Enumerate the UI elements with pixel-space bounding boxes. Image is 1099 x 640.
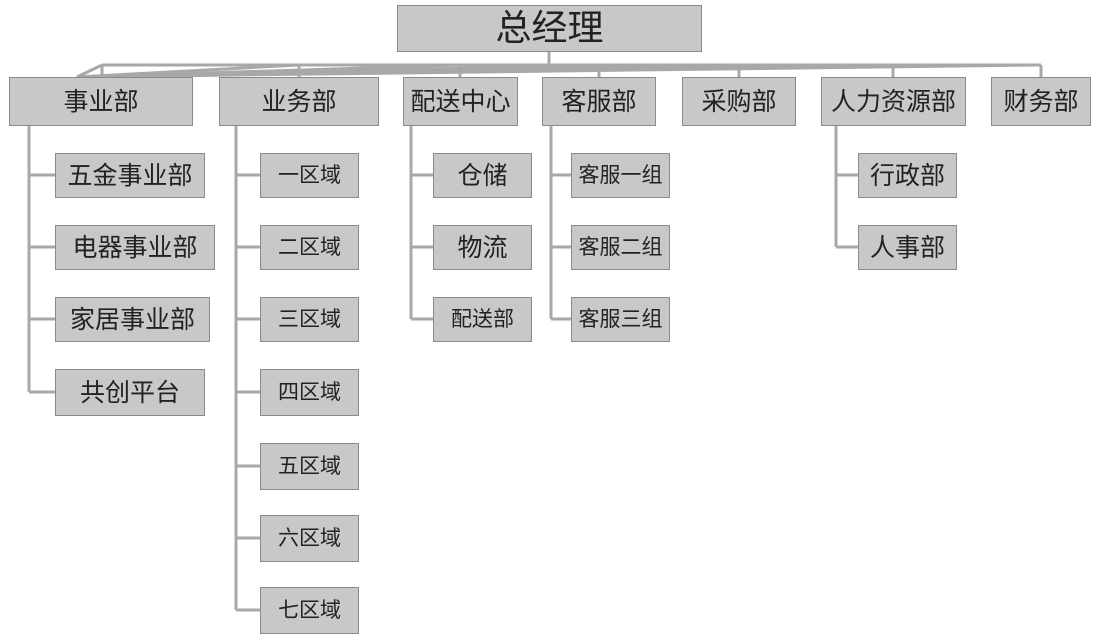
sub-node: 配送部 xyxy=(433,297,532,342)
sub-label: 客服一组 xyxy=(578,163,663,187)
dept-node: 事业部 xyxy=(9,77,193,126)
dept-label: 配送中心 xyxy=(410,87,511,116)
connector-line xyxy=(76,63,300,79)
connector-line xyxy=(76,63,1042,79)
sub-node: 五金事业部 xyxy=(55,153,205,198)
sub-node: 七区域 xyxy=(260,587,359,634)
sub-node: 四区域 xyxy=(260,369,359,416)
sub-node: 仓储 xyxy=(433,153,532,198)
sub-label: 五金事业部 xyxy=(67,161,193,190)
connector-line xyxy=(76,63,740,79)
sub-node: 客服一组 xyxy=(571,153,670,198)
sub-label: 五区域 xyxy=(278,454,341,478)
root-node: 总经理 xyxy=(397,5,702,52)
connector-line xyxy=(76,63,600,79)
dept-label: 人力资源部 xyxy=(830,87,956,116)
sub-label: 六区域 xyxy=(278,526,341,550)
dept-node: 财务部 xyxy=(991,77,1091,126)
dept-label: 采购部 xyxy=(701,87,777,116)
dept-node: 配送中心 xyxy=(403,77,518,126)
sub-label: 共创平台 xyxy=(79,378,180,407)
dept-node: 人力资源部 xyxy=(821,77,966,126)
sub-node: 行政部 xyxy=(858,153,957,198)
sub-label: 物流 xyxy=(457,233,508,262)
sub-label: 电器事业部 xyxy=(72,233,198,262)
sub-label: 七区域 xyxy=(278,598,341,622)
sub-node: 家居事业部 xyxy=(55,297,210,342)
connector-line xyxy=(76,63,461,79)
sub-label: 人事部 xyxy=(869,233,945,262)
sub-label: 家居事业部 xyxy=(69,305,195,334)
sub-label: 一区域 xyxy=(278,163,341,187)
sub-label: 二区域 xyxy=(278,235,341,259)
sub-node: 共创平台 xyxy=(55,369,205,416)
sub-node: 六区域 xyxy=(260,515,359,562)
dept-node: 客服部 xyxy=(542,77,656,126)
sub-node: 人事部 xyxy=(858,225,957,270)
dept-node: 采购部 xyxy=(682,77,796,126)
sub-label: 客服三组 xyxy=(578,307,663,331)
root-label: 总经理 xyxy=(495,7,604,49)
sub-node: 物流 xyxy=(433,225,532,270)
sub-node: 客服三组 xyxy=(571,297,670,342)
sub-node: 二区域 xyxy=(260,225,359,270)
sub-node: 电器事业部 xyxy=(55,225,215,270)
sub-label: 仓储 xyxy=(457,161,508,190)
sub-label: 三区域 xyxy=(278,307,341,331)
sub-label: 客服二组 xyxy=(578,235,663,259)
dept-node: 业务部 xyxy=(219,77,379,126)
sub-node: 五区域 xyxy=(260,443,359,490)
sub-label: 配送部 xyxy=(451,307,514,331)
sub-node: 三区域 xyxy=(260,297,359,342)
connector-line xyxy=(76,63,894,79)
dept-label: 事业部 xyxy=(63,87,139,116)
dept-label: 财务部 xyxy=(1003,87,1079,116)
dept-label: 客服部 xyxy=(561,87,637,116)
sub-label: 行政部 xyxy=(869,161,945,190)
sub-node: 客服二组 xyxy=(571,225,670,270)
connector-line xyxy=(76,63,103,79)
sub-label: 四区域 xyxy=(278,380,341,404)
dept-label: 业务部 xyxy=(261,87,337,116)
sub-node: 一区域 xyxy=(260,153,359,198)
